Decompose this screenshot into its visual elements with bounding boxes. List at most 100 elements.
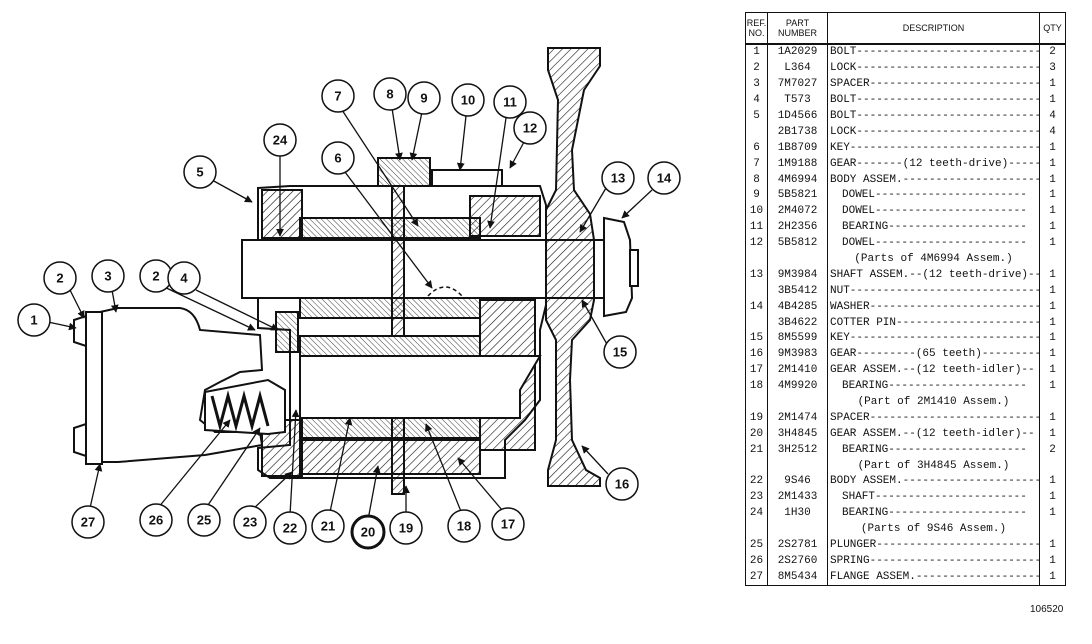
part-number-cell: 2S2781: [767, 537, 828, 554]
gear-idler-top: [299, 335, 481, 357]
shaft-nut: [603, 216, 634, 318]
qty-cell: 1: [1039, 331, 1066, 347]
qty-cell: 1: [1039, 188, 1066, 204]
qty-cell: 1: [1039, 489, 1066, 506]
callout-20: 20: [350, 514, 386, 550]
qty-cell: 1: [1039, 378, 1066, 395]
part-number-cell: 1M9188: [767, 156, 828, 173]
callout-5: 5: [183, 155, 217, 189]
qty-cell: 1: [1039, 92, 1066, 109]
body-section-top-left: [261, 189, 303, 239]
pump-drawing: [73, 47, 639, 495]
callout-1: 1: [17, 303, 51, 337]
description-cell: DOWEL-----------------------: [827, 188, 1040, 204]
qty-cell: 1: [1039, 346, 1066, 363]
svg-text:7: 7: [334, 89, 341, 104]
part-number-cell: 2M1474: [767, 410, 828, 427]
description-cell: WASHER---------------------------: [827, 299, 1040, 316]
pump-cross-section-diagram: 1 2 3 2 4 5 24 6 7 8 9 10 11 12 13 14 15…: [17, 47, 681, 550]
header-part-number: PART NUMBER: [767, 12, 828, 45]
bearing-upper-long: [299, 217, 481, 239]
callout-23: 22: [273, 511, 307, 545]
cotter-pin: [629, 249, 639, 287]
callout-13: 13: [601, 161, 635, 195]
ref-no-cell: [745, 315, 768, 332]
qty-cell: [1039, 458, 1066, 475]
part-number-cell: 9S46: [767, 474, 828, 490]
description-cell: GEAR ASSEM.--(12 teeth-idler)--: [827, 362, 1040, 379]
part-number-cell: [767, 521, 828, 538]
svg-text:20: 20: [361, 525, 375, 540]
description-cell: BOLT-----------------------------: [827, 108, 1040, 125]
part-number-cell: 1A2029: [767, 44, 828, 61]
callout-8: 8: [373, 77, 407, 111]
ref-no-cell: 11: [745, 219, 768, 236]
ref-no-cell: 6: [745, 140, 768, 157]
qty-cell: 1: [1039, 299, 1066, 316]
callout-26: 26: [139, 503, 173, 537]
svg-text:12: 12: [523, 121, 537, 136]
ref-no-cell: 16: [745, 346, 768, 363]
part-number-cell: 3B5412: [767, 283, 828, 300]
svg-text:17: 17: [501, 517, 515, 532]
header-description: DESCRIPTION: [827, 12, 1040, 45]
part-number-cell: 9M3983: [767, 346, 828, 363]
spacer-upper: [391, 185, 405, 337]
description-cell: BEARING---------------------: [827, 378, 1040, 395]
part-number-cell: 2S2760: [767, 553, 828, 570]
qty-cell: 4: [1039, 124, 1066, 141]
ref-no-cell: 2: [745, 60, 768, 77]
qty-cell: 1: [1039, 426, 1066, 443]
description-cell: NUT------------------------------: [827, 283, 1040, 300]
qty-cell: 4: [1039, 108, 1066, 125]
svg-text:22: 22: [283, 521, 297, 536]
description-cell: GEAR---------(65 teeth)---------: [827, 346, 1040, 363]
description-cell: BODY ASSEM.----------------------: [827, 172, 1040, 189]
callout-3: 3: [91, 259, 125, 293]
svg-text:23: 23: [243, 515, 257, 530]
header-qty: QTY: [1039, 12, 1066, 45]
description-cell: (Part of 2M1410 Assem.): [827, 394, 1040, 411]
description-cell: SHAFT-----------------------: [827, 489, 1040, 506]
ref-no-cell: [745, 251, 768, 268]
part-number-cell: [767, 394, 828, 411]
svg-text:18: 18: [457, 519, 471, 534]
callout-19: 19: [389, 511, 423, 545]
ref-no-cell: 25: [745, 537, 768, 554]
description-cell: (Parts of 9S46 Assem.): [827, 521, 1040, 538]
ref-no-cell: 5: [745, 108, 768, 125]
ref-no-cell: [745, 394, 768, 411]
part-number-cell: 2H2356: [767, 219, 828, 236]
qty-cell: 1: [1039, 410, 1066, 427]
qty-cell: 1: [1039, 569, 1066, 587]
ref-no-cell: 1: [745, 44, 768, 61]
ref-no-cell: [745, 283, 768, 300]
description-cell: (Part of 3H4845 Assem.): [827, 458, 1040, 475]
callout-15: 15: [603, 335, 637, 369]
ref-no-cell: 26: [745, 553, 768, 570]
part-number-cell: T573: [767, 92, 828, 109]
callout-14: 14: [647, 161, 681, 195]
body-section-upper-right: [469, 195, 541, 237]
callout-9: 9: [407, 81, 441, 115]
description-cell: GEAR-------(12 teeth-drive)-----: [827, 156, 1040, 173]
svg-text:2: 2: [152, 269, 159, 284]
callout-2-right: 2: [139, 259, 173, 293]
ref-no-cell: 23: [745, 489, 768, 506]
callout-25: 25: [187, 503, 221, 537]
description-cell: BOLT-----------------------------: [827, 44, 1040, 61]
description-cell: COTTER PIN-----------------------: [827, 315, 1040, 332]
